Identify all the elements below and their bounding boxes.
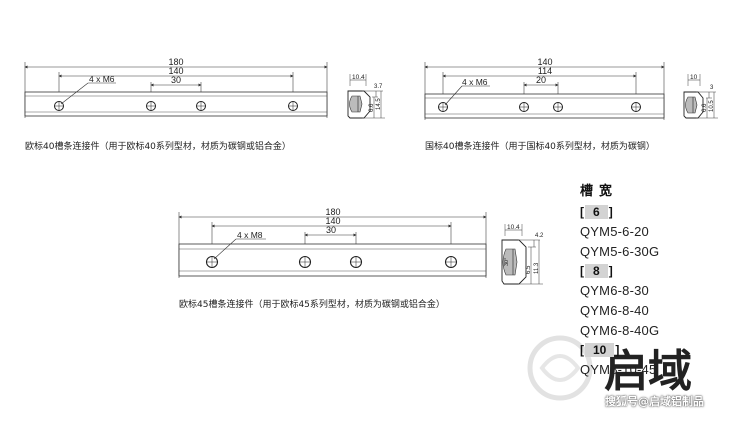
gb40-profile-h3: 10.5 — [709, 100, 715, 112]
eu40-profile-h2: 6.6 — [369, 103, 375, 112]
eu45-dim-spacing: 140 — [325, 216, 340, 226]
slot-width-spec-panel: 槽宽 [6] QYM5-6-20 QYM5-6-30G [8] QYM6-8-3… — [580, 180, 710, 382]
gb40-dim-inner: 20 — [536, 75, 546, 85]
gb40-caption: 国标40槽条连接件（用于国标40系列型材，材质为碳钢） — [425, 142, 655, 152]
eu45-profile-angle: 30° — [504, 258, 510, 266]
eu45-dim-inner: 30 — [326, 225, 336, 235]
eu40-profile-drawing: 10.4 3.7 6.6 14.5 — [347, 74, 385, 119]
width-group-8: [8] QYM6-8-30 QYM6-8-40 QYM6-8-40G — [580, 264, 710, 341]
eu40-profile-h3: 14.5 — [376, 98, 382, 110]
eu45-caption: 欧标45槽条连接件（用于欧标45系列型材，材质为碳钢或铝合金） — [179, 300, 445, 310]
eu45-profile-drawing: 10.4 30° 4.2 6.5 11.3 — [501, 224, 544, 285]
gb40-bar-drawing: 140 114 20 4 x M6 — [424, 57, 665, 120]
eu40-dim-inner: 30 — [171, 75, 181, 85]
eu45-profile-h3: 11.3 — [534, 262, 540, 274]
width-group-10: [10] QYM8-10-45 — [580, 343, 710, 380]
gb40-dim-overall: 140 — [537, 57, 552, 67]
gb40-hole-callout: 4 x M6 — [462, 77, 488, 87]
model-item: QYM6-8-40 — [580, 303, 649, 318]
model-item: QYM6-8-40G — [580, 323, 660, 338]
gb40-profile-h2: 6.6 — [702, 103, 708, 112]
model-item: QYM5-6-30G — [580, 244, 660, 259]
width-tag: [10] — [580, 343, 620, 357]
gb40-profile-drawing: 10 3 6.6 10.5 — [683, 74, 718, 119]
eu40-hole-callout: 4 x M6 — [89, 74, 115, 84]
eu45-profile-h2: 6.5 — [526, 265, 532, 274]
gb40-profile-width: 10 — [690, 74, 698, 81]
eu40-profile-h1: 3.7 — [374, 84, 383, 90]
eu45-dim-overall: 180 — [325, 207, 340, 217]
spec-title: 槽宽 — [580, 184, 619, 199]
gb40-profile-h1: 3 — [710, 85, 714, 91]
width-group-6: [6] QYM5-6-20 QYM5-6-30G — [580, 205, 710, 262]
eu45-bar-drawing: 180 140 30 4 x M8 — [178, 207, 487, 278]
eu45-hole-callout: 4 x M8 — [237, 230, 263, 240]
eu40-caption: 欧标40槽条连接件（用于欧标40系列型材，材质为碳钢或铝合金） — [25, 142, 291, 152]
width-tag: [6] — [580, 205, 613, 219]
eu45-profile-width: 10.4 — [507, 224, 520, 231]
eu40-dim-overall: 180 — [168, 57, 183, 67]
model-item: QYM5-6-20 — [580, 224, 649, 239]
eu40-dim-spacing: 140 — [168, 66, 183, 76]
eu40-bar-drawing: 180 140 30 4 x M6 — [24, 57, 328, 118]
eu45-profile-h1: 4.2 — [535, 233, 544, 239]
eu40-profile-width: 10.4 — [352, 74, 365, 81]
model-item: QYM8-10-45 — [580, 362, 657, 377]
model-item: QYM6-8-30 — [580, 283, 649, 298]
width-tag: [8] — [580, 264, 613, 278]
gb40-dim-spacing: 114 — [538, 66, 552, 76]
